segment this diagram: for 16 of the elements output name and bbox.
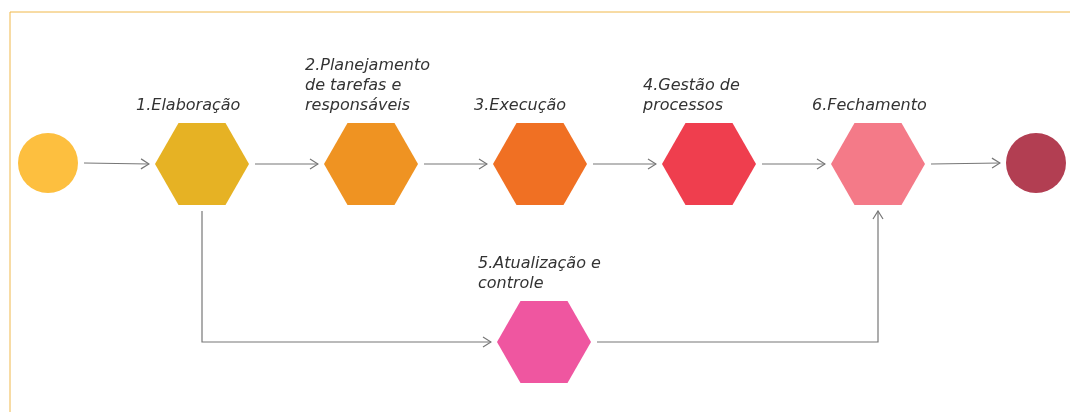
arrow [761, 158, 826, 170]
step-label: 5.Atualização e controle [478, 253, 602, 293]
step-label: 6.Fechamento [812, 95, 928, 115]
arrow [423, 158, 488, 170]
arrow [83, 158, 150, 170]
arrow [596, 210, 884, 343]
arrow [930, 157, 1001, 169]
step-label: 4.Gestão de processos [643, 75, 741, 115]
step-label: 1.Elaboração [136, 95, 242, 115]
step-label: 3.Execução [474, 95, 567, 115]
circle-node [18, 133, 78, 193]
arrow [201, 210, 492, 348]
step-label: 2.Planejamento de tarefas e responsáveis [305, 55, 432, 115]
circle-node [1006, 133, 1066, 193]
arrow [592, 158, 657, 170]
arrow [254, 158, 319, 170]
